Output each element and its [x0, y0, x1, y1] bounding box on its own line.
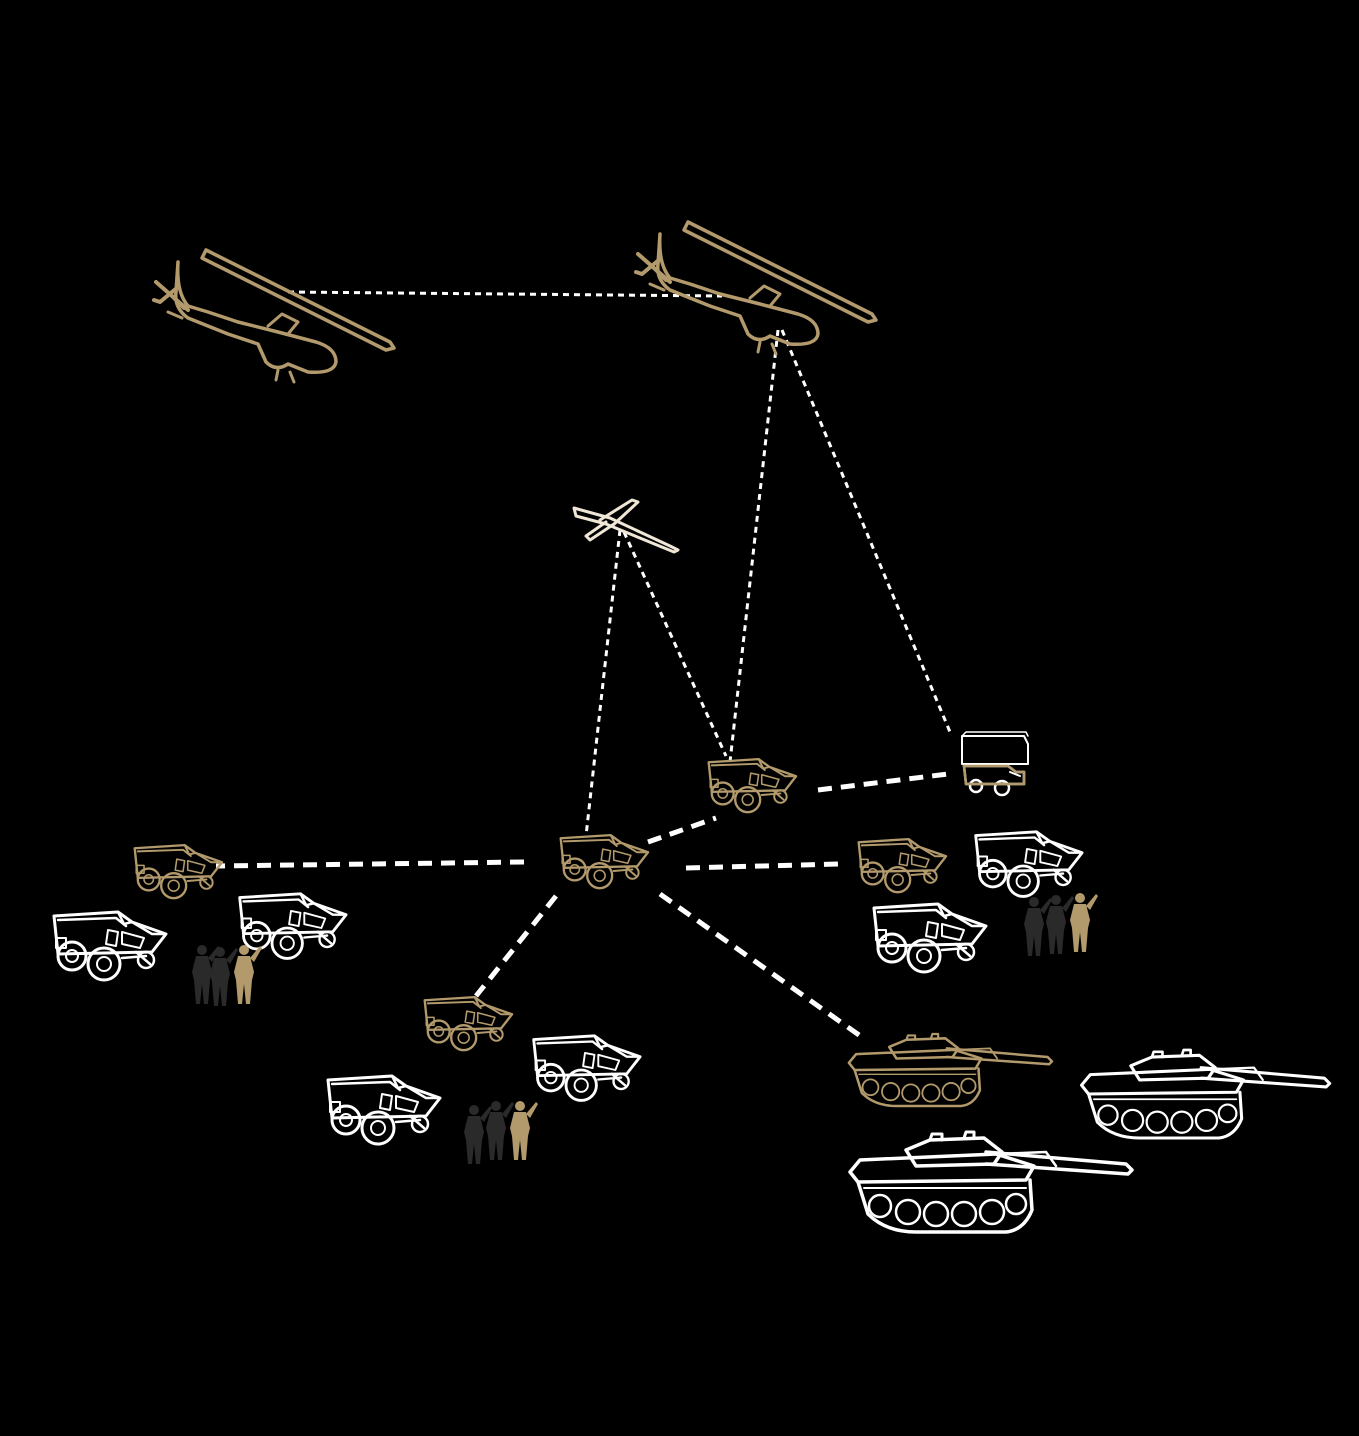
link-apc-hub-to-apc-right-lead: [685, 861, 839, 871]
link-heli-right-to-apc-relay: [728, 329, 780, 763]
helicopter-icon-heli-right: [634, 220, 878, 356]
link-layer: [215, 290, 952, 1043]
soldier-icon-bottom-group-3: [510, 1101, 538, 1160]
tank-icon-tank-lead: [847, 1032, 1054, 1108]
armored-vehicle-icon-apc-hub: [559, 833, 650, 890]
link-apc-hub-to-apc-relay: [647, 815, 717, 845]
armored-vehicle-icon-left-group-2: [238, 892, 348, 960]
soldier-icon-right-group-3: [1070, 893, 1098, 952]
armored-vehicle-icon-left-group-1: [52, 910, 168, 982]
link-heli-left-to-heli-right: [287, 290, 723, 298]
soldier-icon-left-group-3: [234, 945, 262, 1004]
armored-vehicle-icon-bottom-group-2: [532, 1034, 642, 1102]
armored-vehicle-icon-apc-right-lead: [857, 837, 948, 894]
shelter-truck-icon-truck-shelter: [960, 730, 1030, 797]
drone-icon-uav: [572, 498, 680, 554]
shelter-truck-cab-icon: [962, 764, 1026, 786]
link-apc-hub-to-apc-bottom-lead: [474, 894, 558, 998]
tank-icon-tank-group-2: [848, 1130, 1134, 1234]
node-layer: [52, 220, 1332, 1234]
link-heli-right-to-truck-shelter: [780, 329, 952, 733]
link-apc-relay-to-truck-shelter: [817, 771, 949, 793]
tank-icon-tank-group-1: [1079, 1048, 1332, 1140]
armored-vehicle-icon-right-group-2: [974, 830, 1084, 898]
armored-vehicle-icon-right-group-1: [872, 902, 988, 974]
link-apc-hub-to-tank-lead: [658, 891, 868, 1043]
armored-vehicle-icon-apc-relay: [707, 757, 798, 814]
armored-vehicle-icon-apc-bottom-lead: [423, 995, 514, 1052]
helicopter-icon-heli-left: [152, 248, 396, 384]
armored-vehicle-icon-apc-left-lead: [133, 843, 224, 900]
soldier-icon-right-group-2: [1046, 895, 1074, 954]
link-uav-to-apc-hub: [584, 529, 622, 837]
link-uav-to-apc-relay: [622, 531, 728, 757]
link-apc-hub-to-apc-left-lead: [215, 859, 525, 869]
armored-vehicle-icon-bottom-group-1: [326, 1074, 442, 1146]
